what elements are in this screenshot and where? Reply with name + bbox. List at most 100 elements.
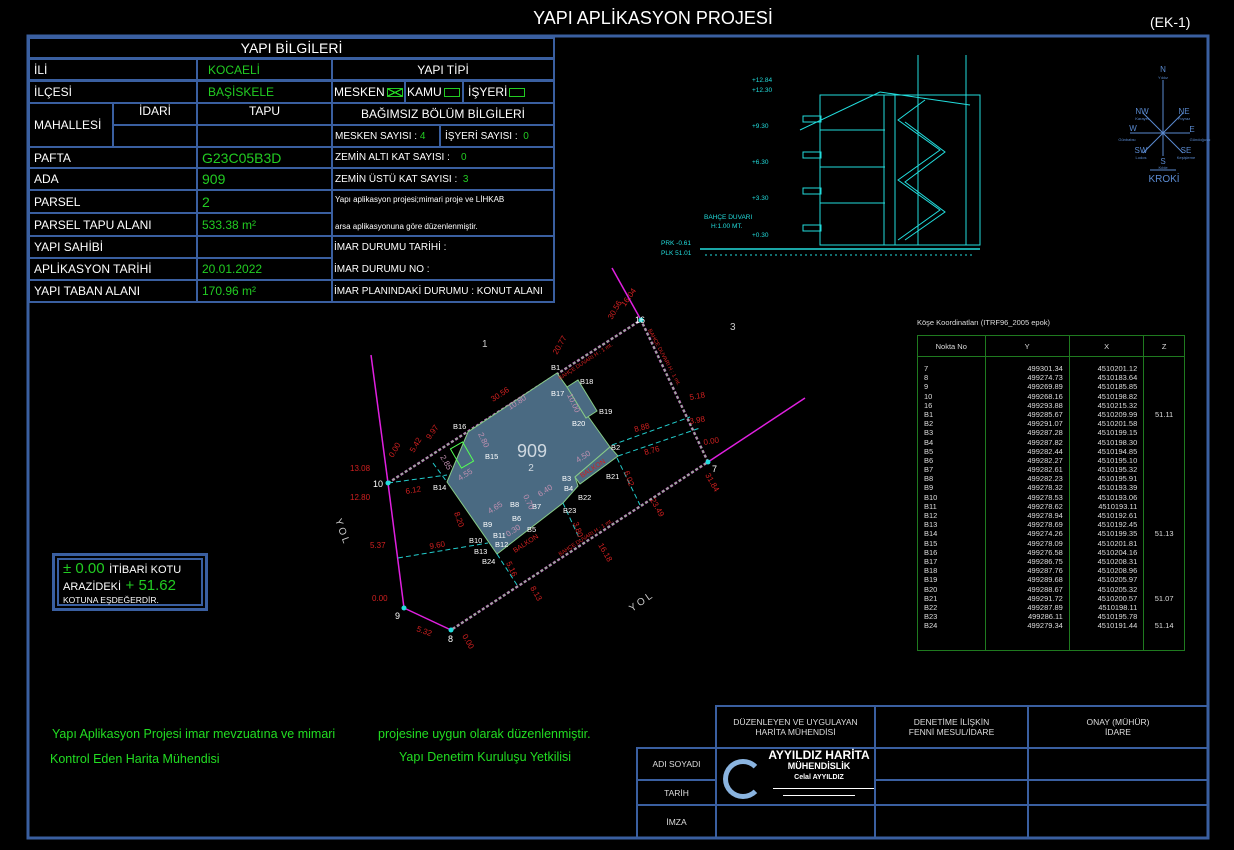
table-cell: 4510194.85 bbox=[1097, 446, 1138, 456]
approval-note-2: projesine uygun olarak düzenlenmiştir. bbox=[378, 727, 591, 741]
parsel-alan-label: PARSEL TAPU ALANI bbox=[28, 212, 198, 237]
arazi-label: ARAZİDEKİ bbox=[63, 581, 122, 593]
mesken-label: MESKEN bbox=[334, 85, 385, 99]
il-label: İLİ bbox=[28, 58, 198, 81]
table-cell: B4 bbox=[924, 437, 934, 447]
parsel-label: PARSEL bbox=[28, 189, 198, 214]
isyeri-checkbox[interactable]: İŞYERİ bbox=[462, 80, 555, 104]
kot-box: ± 0.00 İTİBARİ KOTU ARAZİDEKİ + 51.62 KO… bbox=[52, 553, 208, 611]
itibari-kot-label: İTİBARİ KOTU bbox=[109, 564, 182, 576]
tapu-value bbox=[196, 124, 333, 148]
point-B2: B2 bbox=[611, 443, 620, 452]
table-cell: 4510193.06 bbox=[1097, 492, 1138, 502]
table-cell: 499293.88 bbox=[1027, 400, 1063, 410]
wall-height: H:1.00 MT. bbox=[711, 223, 743, 230]
column-header: Nokta No bbox=[918, 336, 986, 356]
arazi-kot-value: + 51.62 bbox=[125, 577, 176, 594]
bagimsiz-label: BAĞIMSIZ BÖLÜM BİLGİLERİ bbox=[331, 102, 555, 126]
table-cell: 4510201.58 bbox=[1097, 419, 1138, 429]
wall-note: BAHÇE DUVARI H : 1 mt. bbox=[646, 328, 681, 387]
table-cell bbox=[1150, 401, 1178, 410]
dimension-label: 0.00 bbox=[460, 633, 476, 651]
table-cell: 9 bbox=[924, 382, 929, 392]
table-cell: 499278.62 bbox=[1027, 501, 1063, 511]
table-cell: 4510215.32 bbox=[1097, 400, 1138, 410]
compass-w-sub: Günbatısı bbox=[1118, 137, 1135, 142]
mesken-sayisi-label: MESKEN SAYISI : bbox=[335, 130, 418, 142]
table-cell bbox=[1150, 603, 1178, 612]
isyeri-sayisi-label: İŞYERİ SAYISI : bbox=[445, 130, 518, 142]
point-B19: B19 bbox=[599, 407, 612, 416]
aciklama-line-1: Yapı aplikasyon projesi;mimari proje ve … bbox=[335, 195, 505, 204]
table-cell: B16 bbox=[924, 547, 938, 557]
table-cell: 499278.09 bbox=[1027, 538, 1063, 548]
table-cell: 8 bbox=[924, 373, 929, 383]
dimension-label: 5.42 bbox=[408, 436, 424, 454]
site-plan: 16 7 8 9 10 B1 B2 B3 B4 B5 B6 B7 B8 B9 B… bbox=[332, 267, 806, 651]
table-cell: 4510195.78 bbox=[1097, 612, 1138, 622]
table-cell: 4510195.10 bbox=[1097, 455, 1138, 465]
table-cell: 499287.28 bbox=[1027, 428, 1063, 438]
neighbor-3: 3 bbox=[730, 322, 736, 333]
dimension-label: 8.76 bbox=[643, 444, 661, 457]
compass-nw: NW bbox=[1135, 107, 1149, 116]
dimension-label: 0.00 bbox=[372, 594, 388, 603]
table-title: YAPI BİLGİLERİ bbox=[28, 37, 555, 59]
table-cell bbox=[1150, 520, 1178, 529]
dimension-label: 5.37 bbox=[370, 541, 386, 550]
kroki-title: KROKİ bbox=[1148, 172, 1179, 185]
mahalle-label: MAHALLESİ bbox=[28, 102, 114, 148]
point-B24: B24 bbox=[482, 557, 495, 566]
point-B3: B3 bbox=[562, 474, 571, 483]
table-cell: 4510201.81 bbox=[1097, 538, 1138, 548]
dimension-label: 0.00 bbox=[703, 435, 720, 447]
yapi-sahibi-label: YAPI SAHİBİ bbox=[28, 235, 198, 259]
point-8: 8 bbox=[448, 634, 453, 644]
table-cell: 7 bbox=[924, 364, 929, 373]
sign-label-inspection: Yapı Denetim Kuruluşu Yetkilisi bbox=[399, 750, 572, 764]
parsel-value: 2 bbox=[196, 189, 333, 214]
compass-e: E bbox=[1189, 125, 1194, 134]
ada-label: ADA bbox=[28, 167, 198, 191]
table-cell: 499276.58 bbox=[1027, 547, 1063, 557]
zemin-ustu-value: 3 bbox=[462, 173, 469, 185]
table-cell: 4510193.39 bbox=[1097, 483, 1138, 493]
pafta-label: PAFTA bbox=[28, 146, 198, 169]
stair bbox=[449, 441, 475, 469]
table-cell: 499278.32 bbox=[1027, 483, 1063, 493]
level-label: +9.30 bbox=[752, 123, 769, 130]
table-cell: 4510198.30 bbox=[1097, 437, 1138, 447]
point-B4: B4 bbox=[564, 484, 573, 493]
fenni-adi-cell bbox=[874, 747, 1029, 781]
table-cell: B18 bbox=[924, 566, 938, 576]
table-cell: 499291.07 bbox=[1027, 419, 1063, 429]
point-B5: B5 bbox=[527, 525, 536, 534]
dimension-label: 23.49 bbox=[648, 497, 666, 519]
table-cell: 499286.75 bbox=[1027, 556, 1063, 566]
dimension-label: 31.84 bbox=[703, 472, 721, 494]
kamu-label: KAMU bbox=[407, 85, 442, 99]
table-cell: B22 bbox=[924, 602, 938, 612]
yapi-tipi-label: YAPI TİPİ bbox=[331, 58, 555, 81]
kot-footer: KOTUNA EŞDEĞERDİR. bbox=[63, 595, 159, 605]
column-header: Z bbox=[1161, 341, 1167, 351]
kamu-checkbox[interactable]: KAMU bbox=[404, 80, 464, 104]
onay-adi-cell bbox=[1027, 747, 1209, 781]
engineer-imza-cell bbox=[715, 804, 876, 839]
dimension-label: 3.98 bbox=[689, 414, 706, 426]
point-16: 16 bbox=[635, 315, 645, 325]
il-value: KOCAELİ bbox=[196, 58, 333, 81]
crescent-star-logo-icon bbox=[723, 759, 763, 799]
stamp-name: Celal AYYILDIZ bbox=[794, 774, 844, 781]
table-cell: 499287.89 bbox=[1027, 602, 1063, 612]
table-cell: 4510204.16 bbox=[1097, 547, 1138, 557]
table-cell: 499278.69 bbox=[1027, 520, 1063, 530]
mesken-checkbox[interactable]: MESKEN bbox=[331, 80, 406, 104]
compass-sw: SW bbox=[1135, 146, 1148, 155]
ada-value: 909 bbox=[196, 167, 333, 191]
mesken-sayisi-value: 4 bbox=[419, 130, 426, 142]
table-cell bbox=[1150, 456, 1178, 465]
